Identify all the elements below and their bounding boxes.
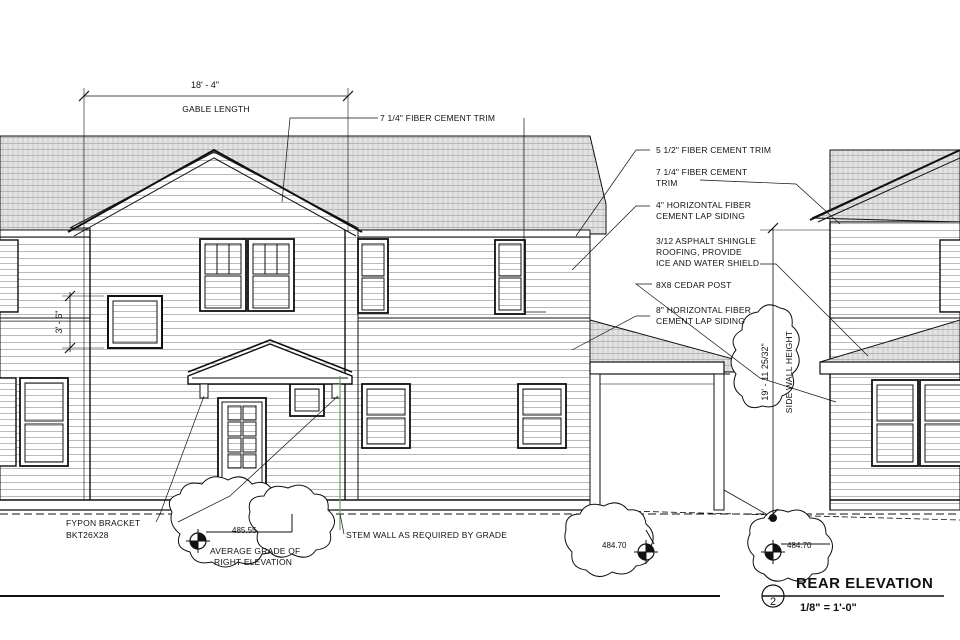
note-post: 8X8 CEDAR POST bbox=[656, 280, 732, 290]
grade-labels: 485.55 AVERAGE GRADE OF RIGHT ELEVATION … bbox=[210, 526, 812, 567]
grade-mid-value: 484.70 bbox=[602, 541, 627, 550]
main-house bbox=[0, 135, 607, 501]
shrub bbox=[747, 509, 833, 582]
note-siding-4b: CEMENT LAP SIDING bbox=[656, 211, 745, 221]
grade-markers bbox=[186, 514, 830, 564]
window-height-dimension: 3' - 6" bbox=[54, 290, 104, 354]
side-wall-height-label: SIDE WALL HEIGHT bbox=[784, 331, 794, 413]
leader-lines bbox=[155, 117, 869, 535]
note-trim-7-1-4: 7 1/4" FIBER CEMENT TRIM bbox=[380, 113, 495, 123]
window-height-value: 3' - 6" bbox=[54, 311, 64, 334]
note-siding-8: 8" HORIZONTAL FIBER bbox=[656, 305, 751, 315]
gable-length-dimension: 18' - 4" GABLE LENGTH bbox=[78, 80, 354, 500]
grade-left-value: 485.55 bbox=[232, 526, 257, 535]
shrub bbox=[564, 502, 654, 577]
right-house bbox=[809, 149, 960, 511]
shrub bbox=[730, 304, 800, 409]
callout-notes: 7 1/4" FIBER CEMENT TRIM 5 1/2" FIBER CE… bbox=[66, 113, 771, 540]
note-stem-wall: STEM WALL AS REQUIRED BY GRADE bbox=[346, 530, 507, 540]
note-siding-8b: CEMENT LAP SIDING bbox=[656, 316, 745, 326]
side-wall-height-value: 19' - 11 25/32" bbox=[760, 343, 770, 400]
note-roof-1: 3/12 ASPHALT SHINGLE bbox=[656, 236, 756, 246]
gable-length-label: GABLE LENGTH bbox=[182, 104, 250, 114]
drawing-title: 2 REAR ELEVATION 1/8" = 1'-0" bbox=[761, 575, 944, 614]
note-roof-3: ICE AND WATER SHIELD bbox=[656, 258, 759, 268]
title-scale: 1/8" = 1'-0" bbox=[800, 602, 857, 614]
note-siding-4: 4" HORIZONTAL FIBER bbox=[656, 200, 751, 210]
note-trim-7-1-4-b: 7 1/4" FIBER CEMENT bbox=[656, 167, 747, 177]
door bbox=[217, 397, 267, 491]
window bbox=[0, 239, 19, 313]
gable-length-value: 18' - 4" bbox=[191, 80, 219, 90]
note-trim-7-1-4-b2: TRIM bbox=[656, 178, 678, 188]
note-roof-2: ROOFING, PROVIDE bbox=[656, 247, 742, 257]
porch bbox=[187, 339, 353, 497]
note-trim-5-1-2: 5 1/2" FIBER CEMENT TRIM bbox=[656, 145, 771, 155]
note-bracket: FYPON BRACKET bbox=[66, 518, 140, 528]
note-bracket-b: BKT26X28 bbox=[66, 530, 109, 540]
grade-left-label: AVERAGE GRADE OF bbox=[210, 546, 300, 556]
main-windows bbox=[0, 238, 567, 467]
side-wall-height-dimension: 19' - 11 25/32" SIDE WALL HEIGHT bbox=[760, 222, 830, 520]
grade-right-value: 484.70 bbox=[787, 541, 812, 550]
grade-left-label-2: RIGHT ELEVATION bbox=[214, 557, 292, 567]
title-name: REAR ELEVATION bbox=[796, 575, 933, 592]
title-number: 2 bbox=[770, 596, 776, 608]
carport bbox=[589, 319, 745, 511]
